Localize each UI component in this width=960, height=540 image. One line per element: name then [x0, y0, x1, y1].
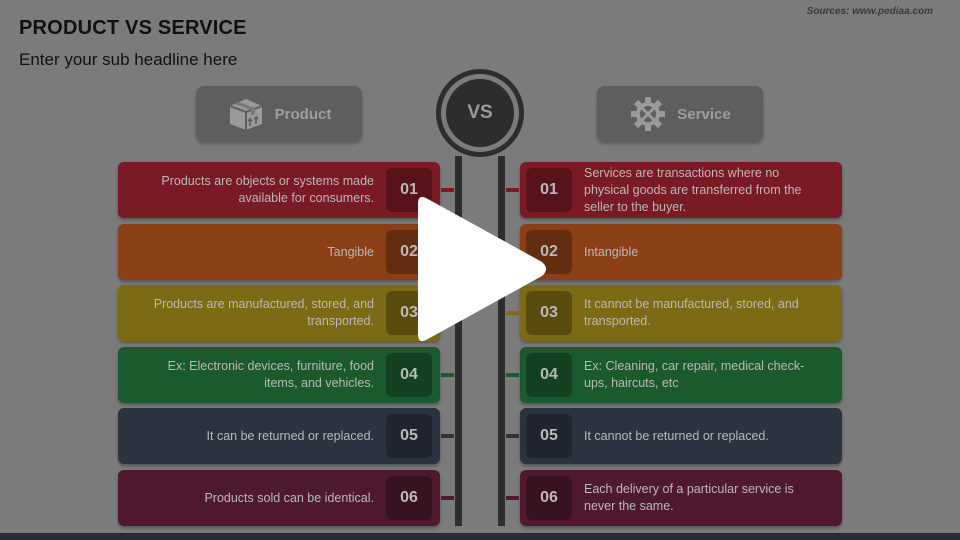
row-connector — [506, 188, 519, 192]
product-text: Ex: Electronic devices, furniture, food … — [167, 359, 374, 390]
source-note: Sources: www.pediaa.com — [806, 6, 933, 17]
row-number: 04 — [386, 353, 432, 397]
player-progress-bar[interactable] — [0, 533, 960, 540]
row-number: 05 — [526, 414, 572, 458]
product-text: Products are manufactured, stored, and t… — [153, 297, 374, 328]
service-row-01: Services are transactions where no physi… — [520, 162, 842, 218]
product-text: Products sold can be identical. — [204, 490, 374, 505]
service-row-05: It cannot be returned or replaced. 05 — [520, 408, 842, 464]
vs-label: VS — [446, 79, 514, 147]
box-icon — [229, 99, 263, 130]
product-row-01: Products are objects or systems made ava… — [118, 162, 440, 218]
service-row-06: Each delivery of a particular service is… — [520, 470, 842, 526]
row-connector — [506, 434, 519, 438]
product-row-05: It can be returned or replaced. 05 — [118, 408, 440, 464]
row-connector — [441, 188, 454, 192]
product-text: It can be returned or replaced. — [206, 428, 374, 443]
product-label: Product — [274, 105, 332, 123]
service-text: It cannot be manufactured, stored, and t… — [584, 297, 799, 328]
row-number: 01 — [386, 168, 432, 212]
row-connector — [506, 311, 519, 315]
service-row-04: Ex: Cleaning, car repair, medical check-… — [520, 347, 842, 403]
timeline-right — [498, 156, 505, 526]
slide-title: PRODUCT VS SERVICE — [19, 17, 247, 39]
row-number: 05 — [386, 414, 432, 458]
product-text: Tangible — [327, 244, 374, 259]
product-row-06: Products sold can be identical. 06 — [118, 470, 440, 526]
product-row-03: Products are manufactured, stored, and t… — [118, 285, 440, 341]
service-text: It cannot be returned or replaced. — [584, 428, 769, 443]
service-header: Service — [597, 86, 763, 142]
service-row-03: It cannot be manufactured, stored, and t… — [520, 285, 842, 341]
service-text: Services are transactions where no physi… — [584, 165, 802, 214]
gear-tools-icon — [631, 97, 666, 131]
row-connector — [441, 496, 454, 500]
service-label: Service — [677, 105, 731, 123]
product-header: Product — [196, 86, 362, 142]
row-number: 06 — [526, 476, 572, 520]
service-text: Each delivery of a particular service is… — [584, 482, 794, 513]
product-text: Products are objects or systems made ava… — [161, 174, 374, 205]
row-connector — [506, 373, 519, 377]
row-number: 01 — [526, 168, 572, 212]
row-number: 03 — [526, 291, 572, 335]
vs-badge: VS — [436, 69, 524, 157]
product-row-04: Ex: Electronic devices, furniture, food … — [118, 347, 440, 403]
service-text: Intangible — [584, 244, 639, 259]
service-text: Ex: Cleaning, car repair, medical check-… — [584, 359, 805, 390]
slide-subtitle: Enter your sub headline here — [19, 50, 238, 69]
row-connector — [441, 434, 454, 438]
row-connector — [506, 496, 519, 500]
row-number: 06 — [386, 476, 432, 520]
timeline-left — [455, 156, 462, 526]
play-icon[interactable] — [412, 186, 552, 352]
row-connector — [441, 373, 454, 377]
row-number: 04 — [526, 353, 572, 397]
